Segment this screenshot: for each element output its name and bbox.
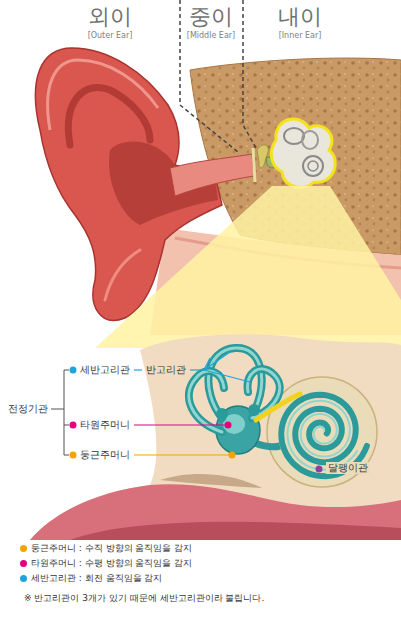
earlobe-highlight [105,250,140,300]
color-dot [225,422,232,429]
part-label: 세반고리관 [80,364,130,376]
ampulla [248,404,260,416]
region-title: 외이 [88,4,132,30]
antihelix [68,87,150,145]
region-subtitle: [Middle Ear] [187,31,235,41]
legend-swatch [20,560,27,567]
region-divider [243,0,256,148]
region-subtitle: [Outer Ear] [88,31,133,41]
region-divider [180,0,238,152]
part-label: 타원주머니 [80,419,130,431]
bracket-line [64,370,65,455]
leader-line [204,352,230,370]
legend-item: 세반고리관 : 회전 움직임을 감지 [20,571,192,586]
legend: 둥근주머니 : 수직 방향의 움직임을 감지타원주머니 : 수평 방향의 움직임… [20,541,192,586]
cochlea-spiral [288,401,358,470]
region-title: 중이 [189,4,233,30]
color-dot [70,452,77,459]
inner-ear-canal [284,128,304,144]
cochlea-body [267,377,377,487]
legend-text: 타원주머니 : 수평 방향의 움직임을 감지 [31,557,192,570]
legend-item: 둥근주머니 : 수직 방향의 움직임을 감지 [20,541,192,556]
zoom-bone-shade [160,474,262,488]
legend-text: 세반고리관 : 회전 움직임을 감지 [31,572,162,585]
vestibular-nerve [256,394,300,420]
part-label: 반고리관 [146,364,186,376]
group-label: 전정기관 [8,403,48,415]
color-dot [229,452,236,459]
legend-swatch [20,545,27,552]
legend-item: 타원주머니 : 수평 방향의 움직임을 감지 [20,556,192,571]
color-dot [70,422,77,429]
zoom-beam [95,186,401,348]
semicircular-canal [208,348,261,418]
leader-line [134,424,228,425]
bracket-line [64,455,69,456]
legend-swatch [20,575,27,582]
bracket-line [51,409,64,410]
semicircular-canal [189,371,224,432]
part-label: 달팽이관 [326,462,370,474]
inner-ear-cochlea [308,161,318,171]
part-label: 둥근주머니 [80,449,130,461]
bracket-line [64,370,69,371]
semicircular-canal [189,371,224,432]
note-text: ※ 반고리관이 3개가 있기 때문에 세반고리관이라 불립니다. [24,593,264,604]
leader-line [190,369,204,370]
ampulla [216,408,228,420]
color-dot [70,367,77,374]
leader-line [134,454,232,455]
region-subtitle: [Inner Ear] [279,31,322,41]
eardrum [253,148,255,182]
region-title: 내이 [278,4,322,30]
inner-ear-canal [302,131,318,149]
inner-ear-cochlea [303,156,323,176]
ossicles [257,145,268,168]
bracket-line [64,425,69,426]
zoom-tissue [30,334,401,540]
semicircular-canal [208,348,261,418]
zoom-flesh [70,522,401,540]
leader-line [204,370,250,382]
inner-ear [271,119,335,187]
legend-text: 둥근주머니 : 수직 방향의 움직임을 감지 [31,542,192,555]
zoom-flesh [30,484,401,540]
color-dot [316,466,323,473]
dash-line [134,369,142,370]
ear-canal [170,154,254,196]
